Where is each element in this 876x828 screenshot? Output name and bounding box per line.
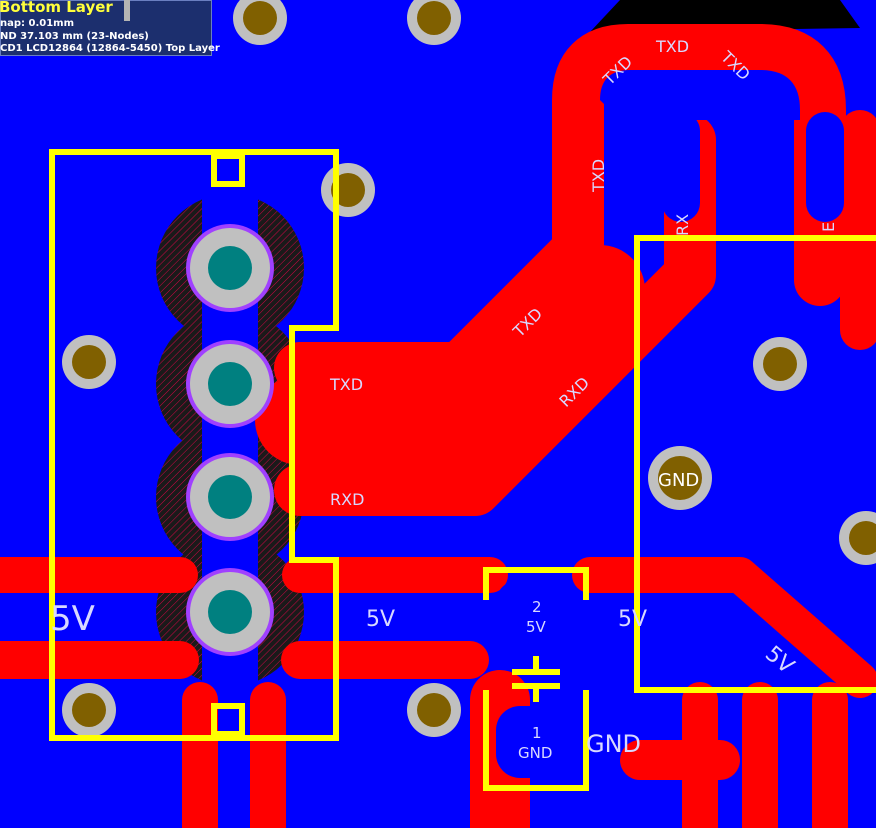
gnd-via (648, 446, 712, 510)
connector-key-top (211, 153, 245, 187)
via (62, 335, 116, 389)
cap-pad1-net: GND (518, 744, 552, 762)
capacitor-outline (483, 567, 589, 791)
label-5v-mid: 5V (366, 607, 395, 632)
connector-pad-2 (186, 340, 274, 428)
net-readout: ND 37.103 mm (23-Nodes) (0, 31, 149, 42)
pad-slots (600, 70, 844, 222)
label-txd-top: TXD (655, 37, 689, 56)
connector-key-bottom (211, 703, 245, 737)
via (407, 683, 461, 737)
connector-pads (186, 224, 274, 656)
label-rx-partial: RX (673, 214, 692, 236)
via (407, 0, 461, 45)
component-readout: CD1 LCD12864 (12864-5450) Top Layer (0, 43, 220, 54)
cap-pad2-number: 2 (532, 598, 542, 616)
capacitor-pads (495, 579, 579, 778)
cursor-marker (124, 0, 130, 21)
layer-info-panel: Bottom Layer nap: 0.01mm ND 37.103 mm (2… (0, 0, 220, 56)
cap-pad-1 (496, 706, 578, 778)
cap-pad2-net: 5V (526, 618, 547, 636)
label-gnd-via: GND (658, 470, 699, 491)
silkscreen (49, 149, 876, 791)
via (839, 511, 876, 565)
snap-readout: nap: 0.01mm (0, 18, 75, 29)
capacitor-symbol (512, 656, 560, 702)
current-layer-title: Bottom Layer (0, 0, 113, 16)
connector-outline (49, 149, 339, 741)
label-5v-right: 5V (618, 607, 647, 632)
label-txd-vertical: TXD (589, 159, 608, 193)
label-5v-left: 5V (50, 599, 95, 639)
lcd-outline (634, 235, 876, 693)
via (321, 163, 375, 217)
label-gnd-bottom: GND (586, 730, 641, 758)
label-e-partial: E (819, 222, 838, 232)
via (62, 683, 116, 737)
label-rxd-connector: RXD (330, 490, 364, 509)
connector-pad-3 (186, 453, 274, 541)
cap-pad-2 (495, 579, 579, 653)
connector-pad-1 (186, 224, 274, 312)
via (233, 0, 287, 45)
cap-pad1-number: 1 (532, 724, 542, 742)
connector-pad-4 (186, 568, 274, 656)
via (753, 337, 807, 391)
label-txd-connector: TXD (329, 375, 363, 394)
